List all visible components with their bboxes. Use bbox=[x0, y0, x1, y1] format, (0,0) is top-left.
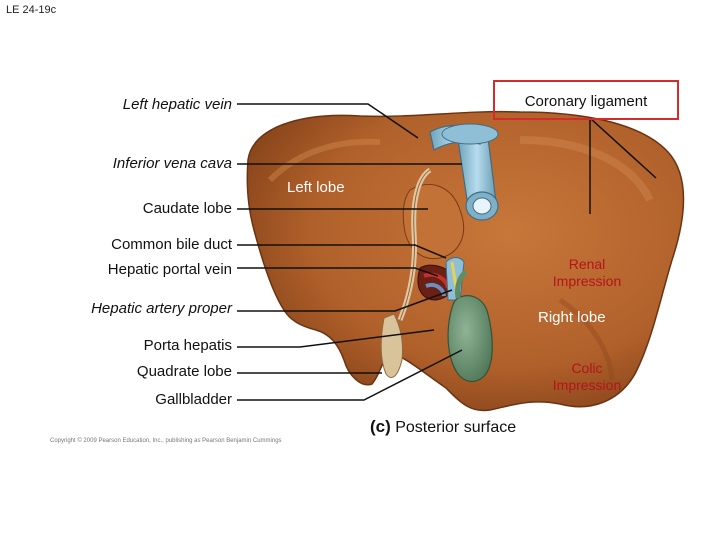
copyright-notice: Copyright © 2009 Pearson Education, Inc.… bbox=[50, 438, 282, 444]
coronary-ligament-box: Coronary ligament bbox=[493, 80, 679, 120]
label-right-lobe: Right lobe bbox=[538, 309, 606, 326]
label-renal-impression: Renal Impression bbox=[540, 256, 634, 290]
label-colic-impression-line1: Colic bbox=[571, 360, 603, 376]
label-renal-impression-line2: Impression bbox=[552, 273, 622, 289]
label-hepatic-artery-proper: Hepatic artery proper bbox=[91, 300, 232, 317]
label-common-bile-duct: Common bile duct bbox=[111, 236, 232, 253]
caption-letter: (c) bbox=[370, 417, 391, 436]
label-left-lobe: Left lobe bbox=[287, 179, 345, 196]
label-coronary-ligament: Coronary ligament bbox=[524, 93, 648, 110]
label-hepatic-portal-vein: Hepatic portal vein bbox=[107, 261, 232, 278]
label-renal-impression-line1: Renal bbox=[568, 256, 606, 272]
figure-caption: (c) Posterior surface bbox=[370, 417, 516, 437]
label-quadrate-lobe: Quadrate lobe bbox=[136, 363, 232, 380]
liver-body bbox=[246, 110, 685, 412]
caudate-lobe-shape bbox=[402, 184, 465, 260]
inferior-vena-cava-shape bbox=[429, 123, 499, 221]
slide-tag: LE 24-19c bbox=[6, 4, 57, 16]
label-colic-impression-line2: Impression bbox=[552, 377, 622, 393]
label-gallbladder: Gallbladder bbox=[155, 391, 232, 408]
caption-text: Posterior surface bbox=[395, 419, 517, 436]
label-caudate-lobe: Caudate lobe bbox=[142, 200, 232, 217]
label-left-hepatic-vein: Left hepatic vein bbox=[122, 96, 232, 113]
label-inferior-vena-cava: Inferior vena cava bbox=[112, 155, 232, 172]
leader-lines bbox=[237, 103, 657, 401]
label-porta-hepatis: Porta hepatis bbox=[143, 337, 232, 354]
gallbladder-shape bbox=[447, 295, 493, 383]
label-colic-impression: Colic Impression bbox=[540, 360, 634, 394]
